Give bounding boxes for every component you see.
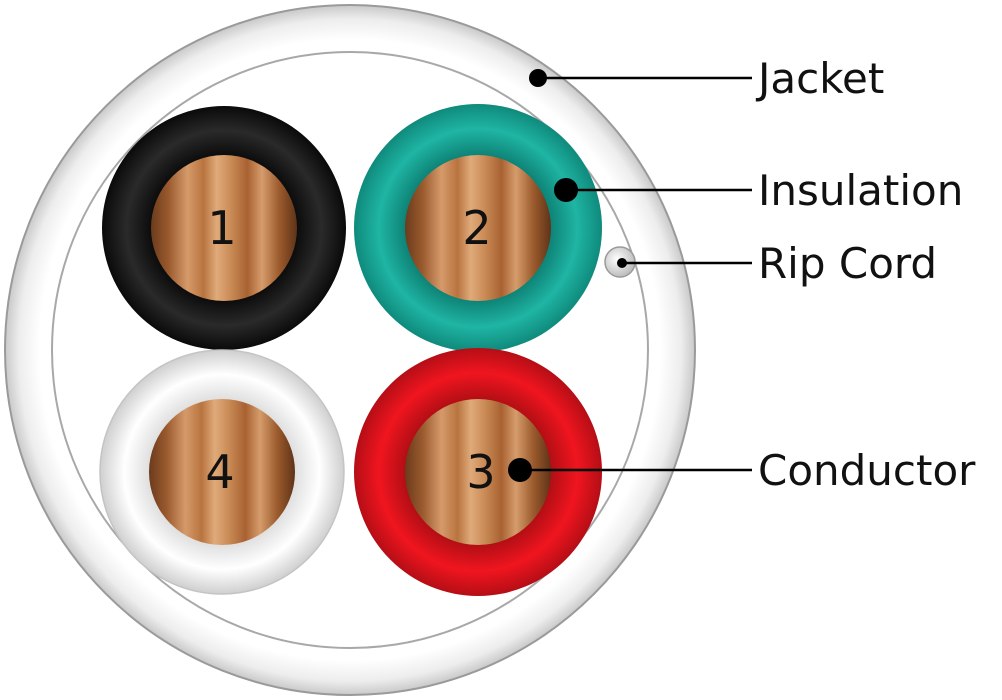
wire-number-3: 3: [466, 445, 495, 499]
callout-dot-insulation: [554, 178, 578, 202]
callout-conductor: Conductor: [508, 446, 976, 495]
wire-2-conductor: [405, 155, 551, 301]
wire-number-4: 4: [205, 445, 234, 499]
wire-2: 2: [354, 104, 602, 352]
callout-rip-cord: Rip Cord: [617, 239, 937, 288]
wire-4-conductor: [149, 399, 295, 545]
callout-insulation: Insulation: [554, 166, 963, 215]
wire-3: 3: [354, 348, 602, 596]
label-conductor: Conductor: [758, 446, 976, 495]
wire-4: 4: [99, 349, 345, 595]
label-insulation: Insulation: [758, 166, 963, 215]
callout-dot-conductor: [508, 458, 532, 482]
callout-dot-rip-cord: [617, 258, 627, 268]
callout-jacket: Jacket: [529, 54, 884, 103]
label-rip-cord: Rip Cord: [758, 239, 937, 288]
wire-number-1: 1: [207, 201, 236, 255]
wire-1: 1: [102, 106, 346, 350]
callout-dot-jacket: [529, 69, 547, 87]
wire-3-conductor: [405, 399, 551, 545]
wire-number-2: 2: [462, 201, 491, 255]
jacket: [4, 4, 696, 696]
label-jacket: Jacket: [755, 54, 884, 103]
wire-1-conductor: [151, 155, 297, 301]
